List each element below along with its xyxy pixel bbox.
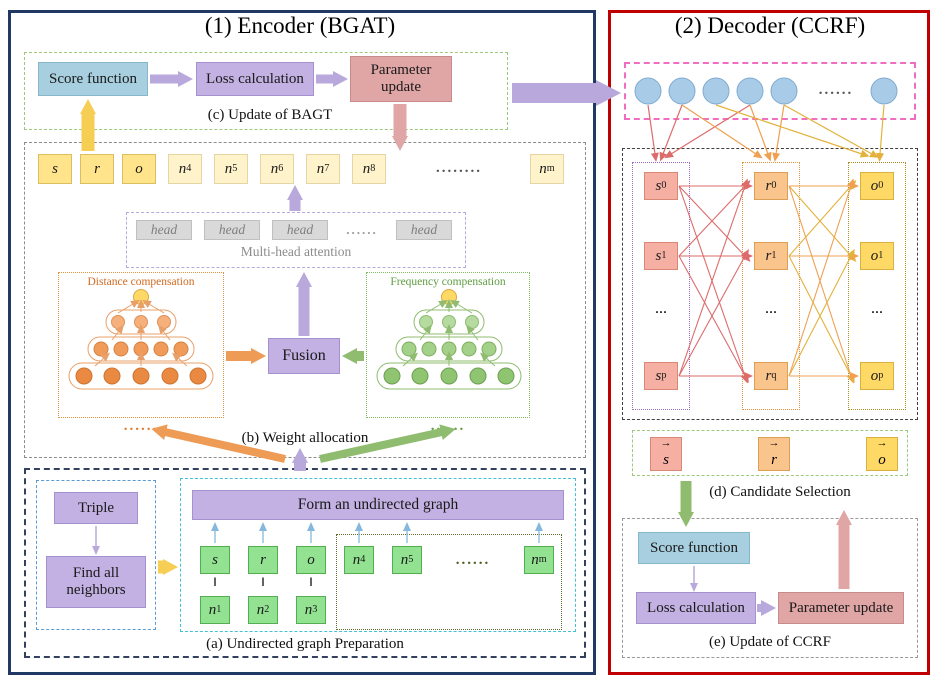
distance-compensation-box	[58, 272, 224, 418]
token-r: r	[80, 154, 114, 184]
weight-allocation-caption: (b) Weight allocation	[241, 430, 369, 446]
update-ccrf-caption: (e) Update of CCRF	[708, 634, 832, 650]
selected-vectors-box	[632, 430, 908, 476]
triple-neighbors-box	[36, 480, 156, 630]
vector-o-box: →o	[866, 437, 898, 471]
graph-token-s: s	[200, 546, 230, 574]
graph-token-r: r	[248, 546, 278, 574]
update-bagt-box	[24, 52, 508, 130]
vector-r-box: →r	[758, 437, 790, 471]
head-box-2: head	[204, 220, 260, 240]
encoder-title: (1) Encoder (BGAT)	[204, 13, 396, 38]
decoder-title: (2) Decoder (CCRF)	[674, 13, 866, 38]
token-ellipsis: ........	[436, 160, 482, 176]
circle-ellipsis: ......	[818, 82, 854, 98]
update-bagt-caption: (c) Update of BAGT	[207, 107, 333, 123]
triple-box: Triple	[54, 492, 138, 524]
r-column-ellipsis: ...	[765, 300, 777, 317]
fusion-box: Fusion	[268, 338, 340, 374]
concat-symbol-2: ‖	[261, 574, 265, 589]
frequency-compensation-label: Frequency compensation	[390, 276, 506, 288]
parameter-update-box: Parameter update	[350, 56, 452, 102]
decoder-score-function-box: Score function	[638, 532, 750, 564]
vector-arrow: →	[876, 437, 888, 449]
update-ccrf-box	[622, 518, 918, 658]
s-column-ellipsis: ...	[655, 300, 667, 317]
vector-arrow: →	[660, 437, 672, 449]
token-s: s	[38, 154, 72, 184]
token-o: o	[122, 154, 156, 184]
find-neighbors-box: Find all neighbors	[46, 556, 146, 608]
vector-s-box: →s	[650, 437, 682, 471]
o-column-ellipsis: ...	[871, 300, 883, 317]
graph-preparation-caption: (a) Undirected graph Preparation	[206, 636, 404, 652]
decoder-loss-calculation-box: Loss calculation	[636, 592, 756, 624]
vector-arrow: →	[768, 437, 780, 449]
distance-ellipsis: ......	[123, 418, 159, 434]
score-function-box: Score function	[38, 62, 148, 96]
multihead-attention-label: Multi-head attention	[240, 244, 352, 259]
head-ellipsis: ......	[346, 222, 378, 237]
multihead-attention-box	[126, 212, 466, 268]
head-box-3: head	[272, 220, 328, 240]
head-box-4: head	[396, 220, 452, 240]
distance-compensation-label: Distance compensation	[87, 276, 195, 288]
frequency-compensation-box	[366, 272, 530, 418]
candidate-selection-caption: (d) Candidate Selection	[709, 484, 851, 500]
form-graph-box: Form an undirected graph	[192, 490, 564, 520]
graph-token-o: o	[296, 546, 326, 574]
decoder-parameter-update-box: Parameter update	[778, 592, 904, 624]
loss-calculation-box: Loss calculation	[196, 62, 314, 96]
concat-symbol-3: ‖	[309, 574, 313, 589]
neighbor-ellipsis: ......	[455, 552, 491, 568]
concat-symbol-1: ‖	[213, 574, 217, 589]
head-box-1: head	[136, 220, 192, 240]
undirected-graph-box	[180, 478, 576, 632]
neighbor-tokens-box	[336, 534, 562, 630]
